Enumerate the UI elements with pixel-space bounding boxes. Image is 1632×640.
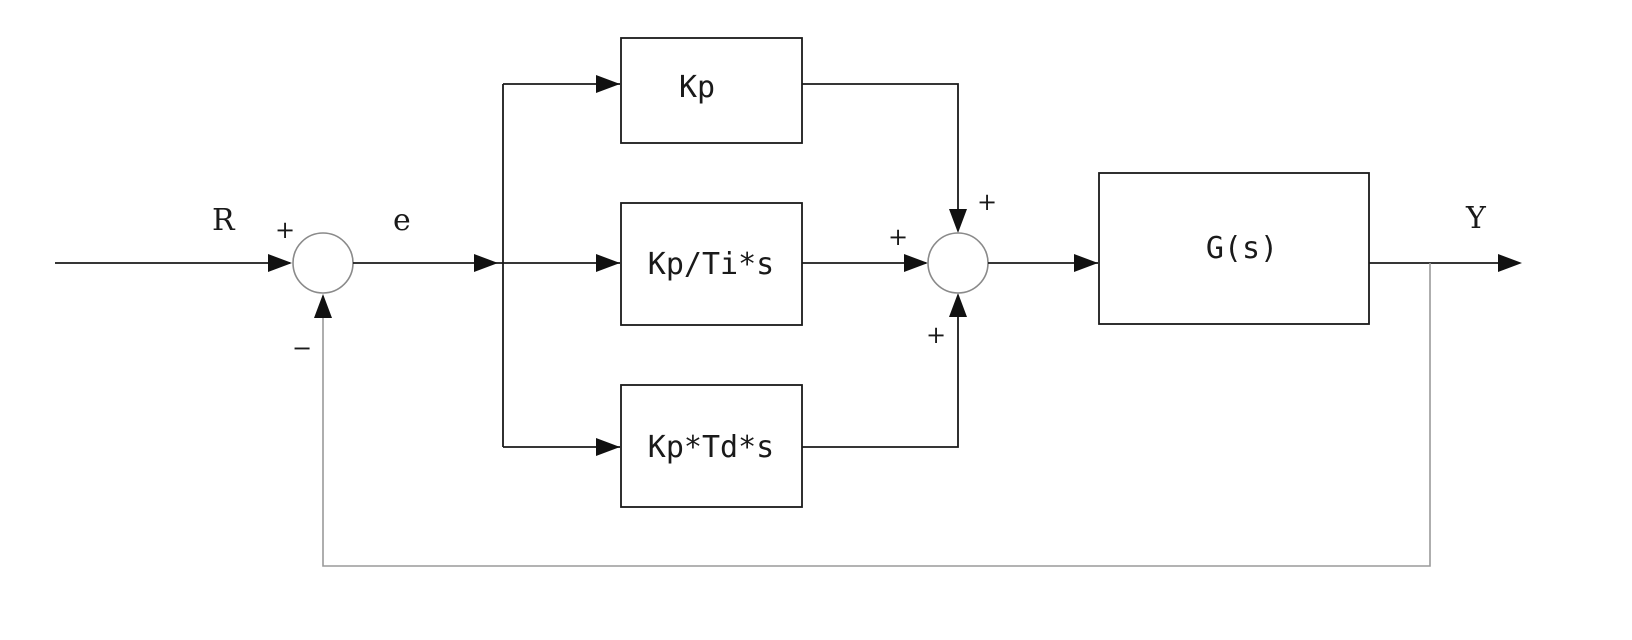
proportional-block-label: Kp (679, 70, 715, 105)
integral-block (620, 202, 803, 326)
sum2-left-arrow (904, 254, 928, 272)
integral-block-label: Kp/Ti*s (648, 247, 774, 282)
plant-block (1098, 172, 1370, 325)
sum1-minus-sign: − (292, 334, 312, 362)
plant-input-arrow (1074, 254, 1098, 272)
output-label: Y (1465, 201, 1487, 236)
derivative-output-line (802, 296, 959, 448)
input-arrow (268, 254, 292, 272)
derivative-input-arrow (596, 438, 620, 456)
error-label: e (393, 203, 411, 238)
proportional-block (620, 37, 803, 144)
reference-label: R (212, 203, 236, 238)
feedback-line (322, 263, 1431, 567)
derivative-block-label: Kp*Td*s (648, 430, 774, 465)
feedback-arrow (314, 294, 332, 318)
sum2-top-arrow (949, 209, 967, 233)
summing-junction-error (292, 232, 354, 294)
plant-block-label: G(s) (1206, 231, 1278, 266)
proportional-output-line (802, 83, 959, 230)
integral-input-arrow (596, 254, 620, 272)
summing-junction-controller (927, 232, 989, 294)
sum2-left-plus-sign: + (888, 223, 908, 251)
sum1-plus-sign: + (275, 216, 295, 244)
derivative-block (620, 384, 803, 508)
sum2-bottom-plus-sign: + (926, 321, 946, 349)
output-arrow (1498, 254, 1522, 272)
sum2-bottom-arrow (949, 293, 967, 317)
sum2-top-plus-sign: + (977, 188, 997, 216)
proportional-input-arrow (596, 75, 620, 93)
error-arrow (474, 254, 498, 272)
